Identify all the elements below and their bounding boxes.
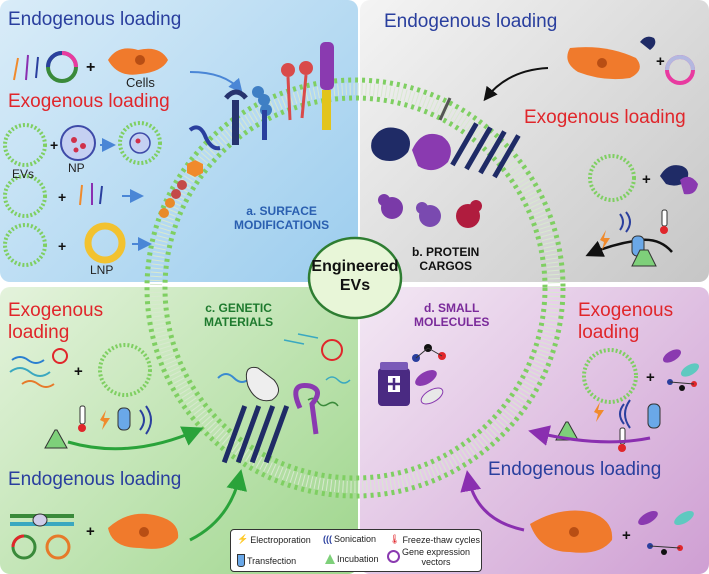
small-molecules-inside — [378, 344, 446, 406]
tl-exogenous-title: Exogenous loading — [8, 91, 170, 112]
bl-exogenous-title: Exogenous loading — [8, 300, 103, 344]
legend-sonication: ((( Sonication — [323, 534, 376, 544]
legend-transfection-label: Transfection — [247, 555, 297, 566]
section-label-a-line2: MODIFICATIONS — [234, 217, 330, 232]
legend-gene-vectors-line2: vectors — [421, 556, 451, 567]
br-exogenous-line1: Exogenous — [578, 300, 674, 321]
tr-arrow-1 — [483, 67, 549, 102]
svg-text:+: + — [86, 59, 95, 76]
tr-vectors — [640, 36, 695, 85]
center-label: Engineered EVs — [309, 257, 401, 295]
svg-text:+: + — [622, 527, 631, 544]
evs-label: EVs — [12, 167, 35, 181]
ev-membrane — [144, 77, 566, 499]
legend-electroporation: ⚡ Electroporation — [237, 534, 311, 545]
svg-text:+: + — [58, 189, 66, 205]
br-method-icons — [555, 399, 661, 452]
flask-icon — [325, 554, 335, 564]
surface-ligands — [159, 42, 334, 218]
bl-genetic-cargo — [9, 348, 68, 388]
center-label-line1: Engineered — [311, 258, 399, 275]
section-label-b-line1: b. PROTEIN — [412, 245, 480, 259]
surface-modifications-label: a. SURFACE MODIFICATIONS — [234, 204, 330, 233]
svg-text:+: + — [58, 238, 66, 254]
methods-legend: ⚡ Electroporation ((( Sonication 🌡 Freez… — [230, 529, 482, 572]
plasmid-icon — [387, 550, 400, 563]
bl-method-icons — [44, 405, 152, 449]
small-molecules-label: d. SMALL MOLECULES — [414, 301, 490, 330]
tl-arrow-1 — [189, 71, 243, 94]
tl-endogenous-title: Endogenous loading — [8, 9, 182, 30]
svg-text:+: + — [642, 171, 651, 188]
lnp-label: LNP — [90, 263, 114, 277]
legend-transfection: Transfection — [237, 554, 296, 567]
tl-plasmids — [13, 51, 78, 83]
tl-ev-np — [118, 121, 162, 165]
br-endogenous-title: Endogenous loading — [488, 459, 662, 480]
tr-ev — [588, 154, 636, 202]
tl-ev-row3 — [3, 223, 47, 267]
br-endogenous-cargo — [638, 511, 694, 555]
legend-freeze-thaw-label: Freeze-thaw cycles — [402, 534, 480, 545]
section-label-b-line2: CARGOS — [419, 258, 472, 273]
cells-label: Cells — [126, 75, 155, 90]
center-ev — [307, 236, 403, 320]
legend-freeze-thaw: 🌡 Freeze-thaw cycles — [389, 534, 480, 545]
sound-waves-icon: ((( — [323, 534, 332, 544]
tr-arrow-2 — [585, 238, 673, 257]
svg-text:+: + — [646, 369, 655, 386]
bl-arrow-1 — [67, 426, 204, 451]
section-label-d-line2: MOLECULES — [414, 314, 490, 329]
bl-exogenous-line2: loading — [8, 321, 70, 343]
bl-dna-and-plasmids — [10, 513, 74, 560]
np-icon — [60, 125, 96, 161]
bl-endogenous-title: Endogenous loading — [8, 469, 182, 490]
protein-cargos-label: b. PROTEIN CARGOS — [412, 245, 480, 274]
test-tube-icon — [237, 554, 245, 567]
lightning-icon: ⚡ — [237, 534, 249, 544]
legend-incubation: Incubation — [325, 554, 379, 564]
lnp-icon — [84, 222, 126, 264]
tl-ev-row1 — [3, 123, 47, 167]
tr-endogenous-title: Endogenous loading — [384, 11, 558, 32]
bl-exogenous-line1: Exogenous — [8, 300, 104, 321]
svg-text:+: + — [656, 53, 665, 70]
bl-arrow-2 — [189, 469, 247, 542]
legend-sonication-label: Sonication — [334, 534, 377, 544]
legend-electroporation-label: Electroporation — [250, 534, 311, 545]
thermometer-icon: 🌡 — [389, 534, 401, 544]
tl-ev-row2 — [3, 174, 47, 218]
surface-modifications-panel — [0, 0, 358, 282]
np-label: NP — [68, 161, 85, 175]
br-arrow-2 — [460, 470, 525, 532]
bl-ev — [98, 343, 152, 397]
legend-incubation-label: Incubation — [337, 554, 379, 564]
tr-method-icons — [600, 209, 668, 267]
legend-gene-vectors-line1: Gene expression — [402, 547, 471, 557]
section-label-c-line2: MATERIALS — [204, 314, 274, 329]
genetic-materials-label: c. GENETIC MATERIALS — [204, 301, 274, 330]
br-ev — [582, 348, 638, 404]
section-label-d-line1: d. SMALL — [424, 301, 480, 315]
section-label-c-line1: c. GENETIC — [205, 301, 272, 315]
br-arrow-1 — [528, 425, 651, 446]
br-exogenous-title: Exogenous loading — [578, 300, 673, 344]
protein-cargos — [371, 97, 521, 228]
genetic-materials-inside — [217, 333, 351, 464]
svg-text:+: + — [50, 137, 58, 153]
br-exogenous-line2: loading — [578, 321, 640, 343]
section-label-a-line1: a. SURFACE — [246, 204, 317, 218]
svg-text:+: + — [86, 523, 95, 540]
legend-gene-vectors-label: Gene expression vectors — [402, 547, 471, 568]
br-molecules — [662, 349, 700, 391]
svg-text:+: + — [74, 363, 83, 380]
center-label-line2: EVs — [339, 277, 371, 295]
genetic-materials-panel — [0, 287, 358, 574]
tr-exogenous-title: Exogenous loading — [524, 107, 686, 128]
legend-gene-vectors: Gene expression vectors — [387, 547, 471, 568]
